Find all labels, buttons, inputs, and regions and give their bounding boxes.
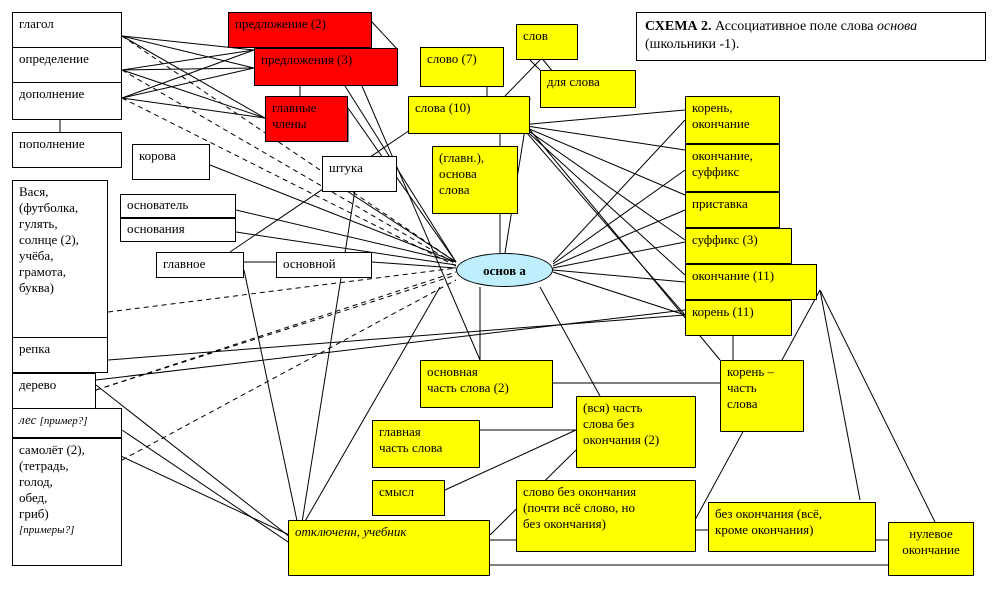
node-glavnye-chleny: главные члены bbox=[265, 96, 348, 142]
node-vsya-chast: (вся) часть слова без окончания (2) bbox=[576, 396, 696, 468]
node-vasya: Вася, (футболка, гулять, солнце (2), учё… bbox=[12, 180, 108, 338]
node-les: лес [пример?] bbox=[12, 408, 122, 438]
node-koren-chast-slova: корень – часть слова bbox=[720, 360, 804, 432]
node-predlozhenie: предложение (2) bbox=[228, 12, 372, 48]
node-glagol: глагол bbox=[12, 12, 122, 48]
node-samolet: самолёт (2), (тетрадь, голод, обед, гриб… bbox=[12, 438, 122, 566]
node-slova-10: слова (10) bbox=[408, 96, 530, 134]
node-osnovnaya-chast: основная часть слова (2) bbox=[420, 360, 553, 408]
node-derevo: дерево bbox=[12, 373, 96, 409]
node-osnovnoy: основной bbox=[276, 252, 372, 278]
node-dopolnenie: дополнение bbox=[12, 82, 122, 120]
node-glavnaya-chast: главная часть слова bbox=[372, 420, 480, 468]
node-koren-11: корень (11) bbox=[685, 300, 792, 336]
node-okonchanie-11: окончание (11) bbox=[685, 264, 817, 300]
node-opredelenie: определение bbox=[12, 47, 122, 83]
node-korova: корова bbox=[132, 144, 210, 180]
node-repka: репка bbox=[12, 337, 108, 373]
center-node: основ а bbox=[456, 253, 553, 287]
node-osnovatel: основатель bbox=[120, 194, 236, 218]
node-okonchanie-suffiks: окончание, суффикс bbox=[685, 144, 780, 192]
node-glavnoe: главное bbox=[156, 252, 244, 278]
node-bez-okonchaniya: без окончания (всё, кроме окончания) bbox=[708, 502, 876, 552]
node-slovo-bez-okonchaniya: слово без окончания (почти всё слово, но… bbox=[516, 480, 696, 552]
node-koren-okonchanie: корень, окончание bbox=[685, 96, 780, 144]
node-otkl-uchebnik: отключенн, учебник bbox=[288, 520, 490, 576]
diagram-title: СХЕМА 2. Ассоциативное поле слова основа… bbox=[636, 12, 986, 61]
node-suffiks-3: суффикс (3) bbox=[685, 228, 792, 264]
node-shtuka: штука bbox=[322, 156, 397, 192]
node-osnovaniya: основания bbox=[120, 218, 236, 242]
node-slov: слов bbox=[516, 24, 578, 60]
node-pristavka: приставка bbox=[685, 192, 780, 228]
node-popolnenie: пополнение bbox=[12, 132, 122, 168]
node-predlozheniya: предложения (3) bbox=[254, 48, 398, 86]
node-smysl: смысл bbox=[372, 480, 445, 516]
node-slovo-7: слово (7) bbox=[420, 47, 504, 87]
node-dlya-slova: для слова bbox=[540, 70, 636, 108]
node-glavn-osnova: (главн.), основа слова bbox=[432, 146, 518, 214]
node-nulevoe-okonchanie: нулевое окончание bbox=[888, 522, 974, 576]
